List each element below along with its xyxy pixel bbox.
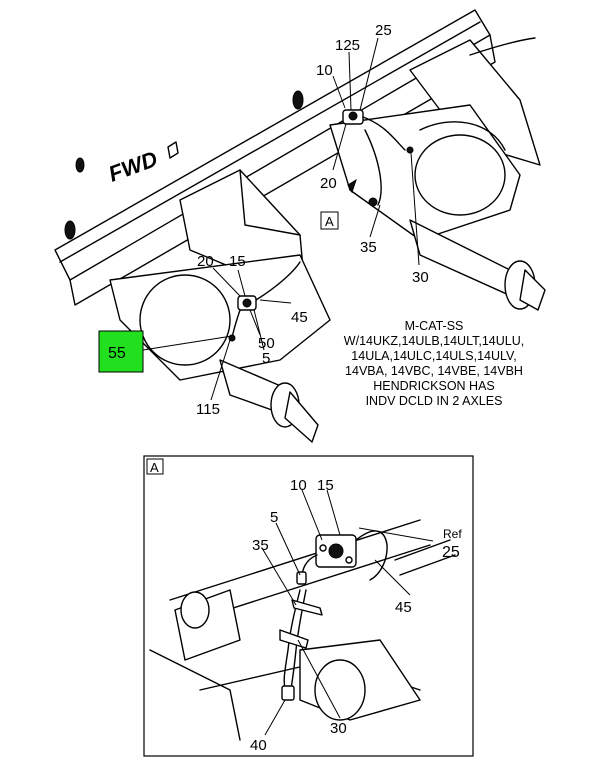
view-a-reference: A	[320, 211, 339, 230]
detail-callout-35: 35	[252, 537, 269, 554]
fwd-label: FWD	[105, 146, 161, 187]
applicability-note: M-CAT-SS W/14UKZ,14ULB,14ULT,14ULU, 14UL…	[344, 319, 524, 408]
note-line-1: M-CAT-SS	[405, 319, 464, 333]
detail-view-a: A	[143, 455, 474, 757]
callout-45: 45	[291, 309, 308, 326]
callout-55[interactable]: 55	[108, 345, 126, 362]
callout-20-top: 20	[320, 175, 337, 192]
detail-callout-5: 5	[270, 509, 278, 526]
detail-callout-10: 10	[290, 477, 307, 494]
detail-label: A	[150, 460, 159, 475]
note-line-5: HENDRICKSON HAS	[373, 379, 495, 393]
callout-30: 30	[412, 269, 429, 286]
fwd-arrow-icon	[167, 141, 179, 159]
callout-50: 50	[258, 335, 275, 352]
highlighted-part-55[interactable]: 55	[98, 330, 144, 373]
callout-115: 115	[196, 401, 220, 418]
note-line-3: 14ULA,14ULC,14ULS,14ULV,	[351, 349, 516, 363]
note-line-6: INDV DCLD IN 2 AXLES	[366, 394, 503, 408]
detail-ref-label: Ref	[443, 527, 462, 541]
detail-leaders	[261, 489, 434, 736]
detail-callout-40: 40	[250, 737, 267, 754]
note-line-4: 14VBA, 14VBC, 14VBE, 14VBH	[345, 364, 523, 378]
callout-125: 125	[335, 37, 360, 54]
detail-callout-45: 45	[395, 599, 412, 616]
detail-callout-15: 15	[317, 477, 334, 494]
detail-ref-number: 25	[442, 544, 460, 561]
main-view-drawing: FWD	[54, 9, 546, 443]
callout-20-lower: 20	[197, 253, 214, 270]
svg-text:A: A	[325, 214, 334, 229]
callout-25: 25	[375, 22, 392, 39]
callout-5: 5	[262, 350, 270, 367]
detail-label-box	[146, 458, 164, 475]
callout-10: 10	[316, 62, 333, 79]
main-view-leaders	[142, 37, 420, 401]
detail-callout-30: 30	[330, 720, 347, 737]
callout-15: 15	[229, 253, 246, 270]
detail-callouts: 10 15 5 35 45 40 30 Ref 25	[250, 477, 462, 754]
highlight-box[interactable]	[98, 330, 144, 373]
callout-35: 35	[360, 239, 377, 256]
note-line-2: W/14UKZ,14ULB,14ULT,14ULU,	[344, 334, 524, 348]
main-view-callouts: 125 25 10 20 35 30 20 15 45 50 5 115	[196, 22, 429, 418]
